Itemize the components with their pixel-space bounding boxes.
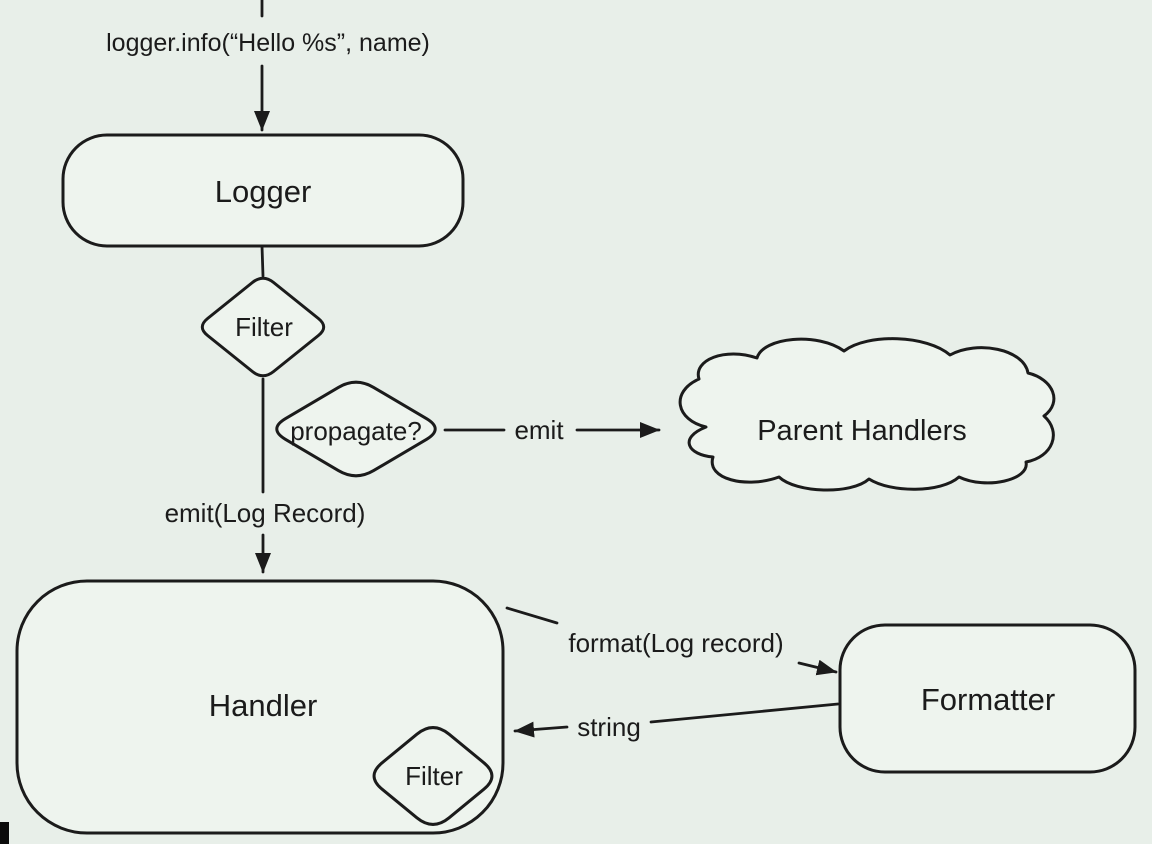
logger-node (61, 133, 465, 248)
string-label: string (577, 712, 641, 742)
propagate-diamond (275, 380, 437, 478)
logger-label: Logger (215, 174, 312, 209)
edge-logger-to-filter (260, 244, 265, 278)
logger-filter-diamond (200, 276, 326, 378)
handler-filter-label: Filter (405, 761, 463, 791)
formatter-label: Formatter (921, 682, 1055, 717)
entry-call-label: logger.info(“Hello %s”, name) (106, 29, 430, 57)
emit-label: emit (514, 415, 564, 445)
edge-format-call (505, 606, 838, 676)
handler-filter-diamond (372, 726, 494, 826)
edge-string-return (513, 702, 840, 738)
string-arrow (513, 721, 569, 738)
format-arrow (797, 659, 838, 676)
parent-handlers-cloud (678, 337, 1056, 492)
format-call-label: format(Log record) (568, 628, 783, 658)
emit-log-record-label: emit(Log Record) (165, 498, 366, 528)
logger-filter-label: Filter (235, 312, 293, 342)
bottom-left-mark (0, 822, 9, 844)
format-tick-line (505, 606, 559, 625)
formatter-node (838, 623, 1137, 774)
parent-handlers-label: Parent Handlers (757, 415, 967, 447)
string-line-right (649, 702, 840, 724)
propagate-label: propagate? (290, 416, 422, 446)
handler-label: Handler (209, 688, 318, 723)
